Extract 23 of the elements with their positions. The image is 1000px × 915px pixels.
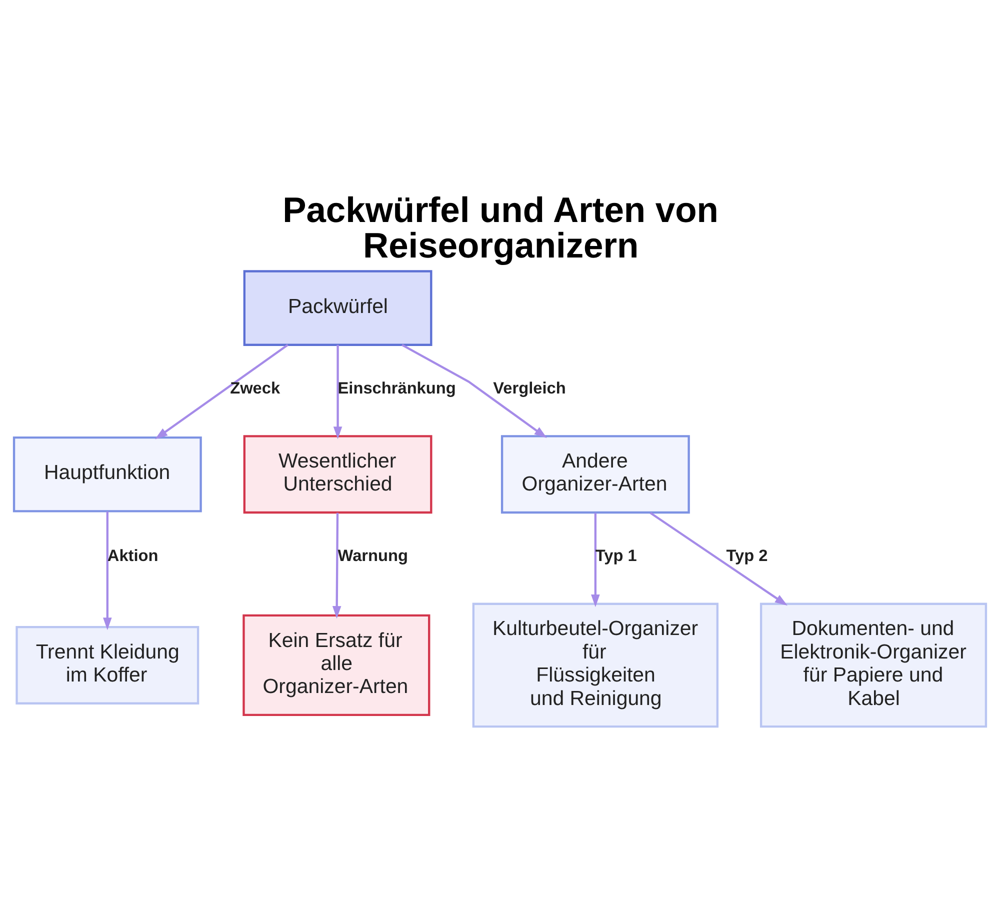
- edge-label: Aktion: [107, 546, 158, 565]
- arrow: [332, 512, 342, 618]
- node-box: Trennt Kleidung im Koffer: [16, 625, 200, 704]
- node-box: Kein Ersatz für alle Organizer-Arten: [242, 614, 430, 716]
- arrow: [155, 344, 288, 439]
- arrow: [333, 344, 342, 439]
- edge-label: Typ 1: [595, 546, 637, 565]
- arrow: [103, 511, 112, 630]
- edge-label: Zweck: [230, 378, 280, 397]
- node-box: Wesentlicher Unterschied: [243, 434, 432, 514]
- arrow: [402, 343, 547, 438]
- diagram-title: Packwürfel und Arten von Reiseorganizern: [282, 189, 718, 265]
- node-box: Dokumenten- und Elektronik-Organizer für Papiere und Kabel: [760, 602, 988, 728]
- edge-label: Einschränkung: [338, 378, 456, 397]
- node-box: Hauptfunktion: [12, 436, 202, 512]
- edge-label: Typ 2: [726, 546, 768, 565]
- arrow: [650, 511, 788, 606]
- node-box: Packwürfel: [243, 270, 432, 346]
- edge-label: Vergleich: [493, 378, 566, 397]
- arrow: [591, 512, 600, 607]
- node-box: Andere Organizer-Arten: [500, 434, 690, 514]
- edge-label: Warnung: [338, 546, 408, 565]
- node-box: Kulturbeutel-Organizer für Flüssigkeiten und Reinigung: [472, 602, 719, 728]
